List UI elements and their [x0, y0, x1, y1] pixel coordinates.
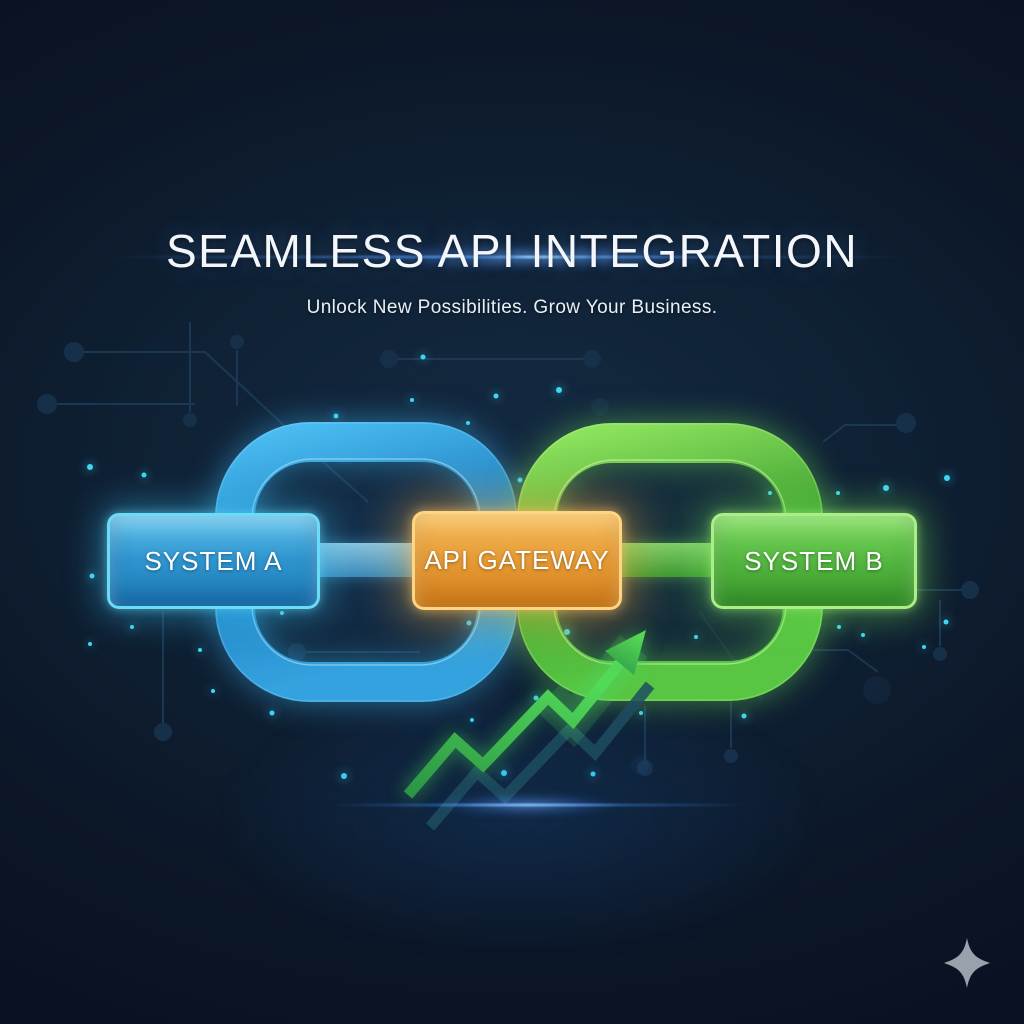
growth-arrow-head: [605, 630, 646, 675]
node-system-b: SYSTEM B: [711, 513, 917, 609]
connector-bar-a-gateway: [315, 543, 417, 577]
node-api-gateway: API GATEWAY: [412, 511, 622, 610]
growth-arrow-shadow-line: [425, 681, 655, 831]
node-api-gateway-label: API GATEWAY: [424, 545, 610, 575]
page-subtitle: Unlock New Possibilities. Grow Your Busi…: [306, 297, 718, 318]
growth-arrow: [403, 630, 655, 831]
node-system-b-label: SYSTEM B: [744, 545, 884, 576]
node-system-a: SYSTEM A: [107, 513, 320, 609]
growth-arrow-line: [403, 659, 625, 799]
glow-dots: [87, 354, 950, 779]
node-system-a-label: SYSTEM A: [144, 545, 283, 576]
connector-bar-gateway-b: [618, 543, 716, 577]
page-title: SEAMLESS API INTEGRATION: [165, 225, 859, 277]
sparkle-icon: [944, 938, 990, 988]
circuit-nodes: [37, 335, 979, 776]
